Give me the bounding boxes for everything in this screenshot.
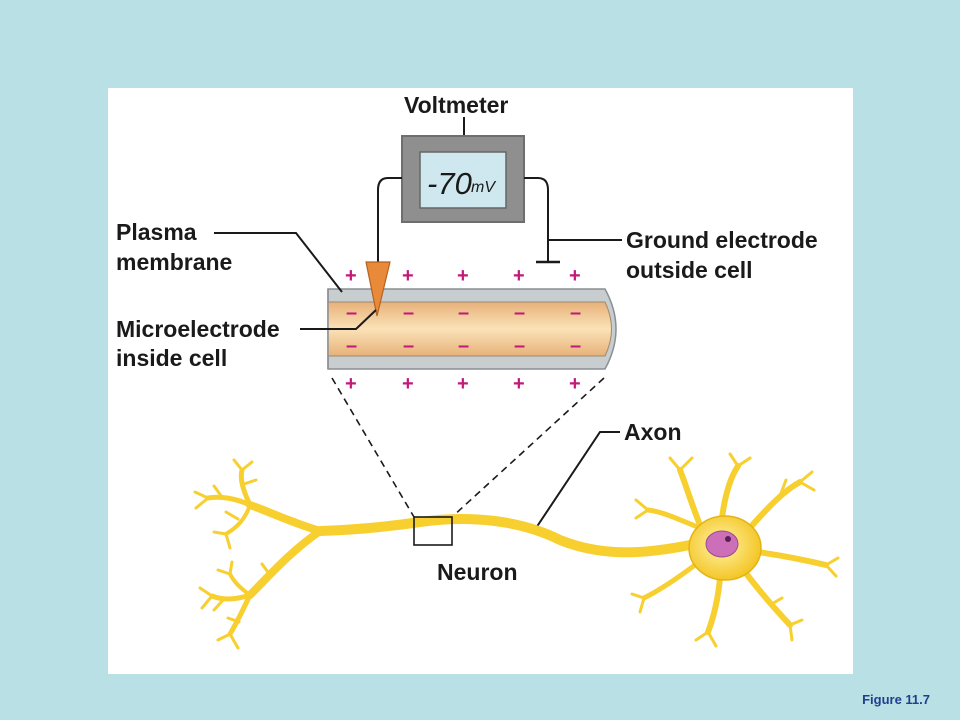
- charge-plus: +: [457, 373, 469, 395]
- microelectrode-label-line1: Microelectrode: [116, 316, 280, 342]
- charge-minus: –: [458, 335, 469, 357]
- charge-plus: +: [345, 265, 357, 287]
- plasma-membrane-label: Plasma membrane: [116, 219, 232, 275]
- neuron-drawing: [193, 452, 840, 650]
- charge-plus: +: [457, 265, 469, 287]
- neuron-label: Neuron: [437, 559, 518, 585]
- charge-plus: +: [345, 373, 357, 395]
- zoom-line-right: [451, 377, 605, 518]
- charge-plus: +: [513, 265, 525, 287]
- ground-electrode-label-line2: outside cell: [626, 257, 753, 283]
- neuron-nucleolus: [725, 536, 731, 542]
- charge-plus: +: [569, 373, 581, 395]
- microelectrode-wire: [377, 177, 402, 262]
- microelectrode: [365, 261, 391, 317]
- voltmeter-label: Voltmeter: [404, 92, 508, 118]
- charge-minus: –: [570, 302, 581, 324]
- charge-minus: –: [346, 302, 357, 324]
- voltmeter-reading-unit: mV: [471, 179, 496, 196]
- axon-cytoplasm: [327, 301, 612, 357]
- ground-wire: [524, 177, 549, 262]
- charge-plus: +: [402, 373, 414, 395]
- microelectrode-label: Microelectrode inside cell: [116, 316, 286, 371]
- charge-plus: +: [402, 265, 414, 287]
- plasma-membrane-leader: [214, 232, 343, 293]
- axon-segment: [327, 288, 617, 370]
- voltmeter: -70 mV: [401, 117, 525, 223]
- plasma-membrane-label-line1: Plasma: [116, 219, 197, 245]
- outside-charges: + + + + + + + + + +: [345, 265, 581, 395]
- microelectrode-label-line2: inside cell: [116, 345, 227, 371]
- microelectrode-leader: [300, 309, 377, 330]
- plasma-membrane-label-line2: membrane: [116, 249, 232, 275]
- inside-charges: – – – – – – – – – –: [346, 302, 581, 357]
- charge-minus: –: [346, 335, 357, 357]
- neuron-nucleus: [705, 530, 739, 558]
- axon-label: Axon: [624, 419, 682, 445]
- charge-minus: –: [403, 302, 414, 324]
- charge-minus: –: [458, 302, 469, 324]
- charge-minus: –: [570, 335, 581, 357]
- charge-minus: –: [514, 335, 525, 357]
- ground-electrode-label: Ground electrode outside cell: [626, 227, 824, 283]
- ground-electrode-label-line1: Ground electrode: [626, 227, 818, 253]
- charge-plus: +: [513, 373, 525, 395]
- charge-minus: –: [514, 302, 525, 324]
- voltmeter-reading: -70: [427, 166, 472, 201]
- zoom-line-left: [331, 377, 415, 518]
- figure-caption: Figure 11.7: [862, 692, 930, 707]
- axon-zoom-box: [413, 516, 453, 546]
- voltmeter-display: [419, 151, 507, 209]
- charge-plus: +: [569, 265, 581, 287]
- charge-minus: –: [403, 335, 414, 357]
- axon-leader: [535, 431, 620, 529]
